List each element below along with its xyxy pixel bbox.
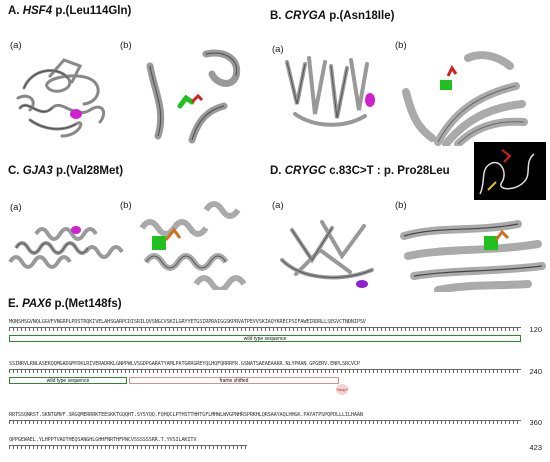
panel-d-structure-zoom: [400, 220, 546, 292]
sequence-row-1: MQNSHSGVNQLGGVFVNGRPLPDSTRQKIVELAHSGARPC…: [9, 319, 366, 325]
panel-a-sublabel-a: (a): [10, 40, 22, 51]
panel-e-title: E. PAX6 p.(Met148fs): [8, 298, 122, 310]
stop-marker: ?stop?: [336, 384, 348, 395]
panel-c-structure-zoom: [139, 201, 246, 290]
ruler-row-1: [9, 327, 521, 332]
panel-c-sublabel-b: (b): [120, 200, 132, 211]
position-row-2: 240: [529, 367, 542, 376]
mutant-residue-marker: [365, 93, 375, 107]
sequence-row-3: RRTSSQNRST.SKNTGMVF.SRGQMERRRKTEESKKTGQQ…: [9, 412, 363, 418]
panel-b-title: B. CRYGA p.(Asn18Ile): [270, 10, 395, 22]
panel-c-sublabel-a: (a): [10, 202, 22, 213]
panel-a-structure-zoom: [146, 49, 241, 144]
ruler-row-2: [9, 369, 521, 374]
panel-b-structure-overview: [285, 56, 375, 127]
panel-d-sublabel-b: (b): [395, 200, 407, 211]
panel-b-structure-zoom: [402, 51, 528, 146]
panel-a-structure-overview: [16, 58, 106, 138]
panel-a-title: A. HSF4 p.(Leu114Gln): [8, 5, 132, 17]
sequence-row-4: QPPGEWAEL.YLHPPTVADTHEQSANGHLGHHFNRTHFPW…: [9, 437, 197, 443]
panel-d-structure-overview: [280, 220, 374, 288]
panel-d-title: D. CRYGC c.83C>T : p. Pro28Leu: [270, 165, 450, 177]
mutant-residue-marker: [71, 226, 81, 234]
position-row-1: 120: [529, 325, 542, 334]
sequence-row-2: SSINRVLRNLASEKQQMGADGMYDKLRIVERADRKLGNPP…: [9, 361, 360, 367]
panel-b-sublabel-b: (b): [395, 40, 407, 51]
mutant-residue-marker: [356, 280, 368, 288]
wild-type-bar-1: wild type sequence: [9, 335, 521, 342]
mutant-residue-marker: [70, 109, 82, 119]
panel-d-inset: [474, 142, 546, 200]
wild-type-bar-2-label: wild type sequence: [46, 378, 90, 384]
wild-type-bar-2: wild type sequence: [9, 377, 127, 384]
panel-c-title: C. GJA3 p.(Val28Met): [8, 165, 124, 177]
frame-shifted-bar-label: frame shifted: [219, 378, 249, 384]
panel-a-sublabel-b: (b): [120, 40, 132, 51]
ruler-row-3: [9, 420, 521, 425]
panel-c-structure-overview: [8, 226, 124, 269]
ruler-row-4: [9, 445, 247, 450]
wild-type-bar-1-label: wild type sequence: [243, 336, 287, 342]
panel-b-sublabel-a: (a): [272, 44, 284, 55]
position-row-3: 360: [529, 418, 542, 427]
panel-d-sublabel-a: (a): [272, 200, 284, 211]
frame-shifted-bar: frame shifted: [129, 377, 339, 384]
position-row-4: 423: [529, 443, 542, 452]
